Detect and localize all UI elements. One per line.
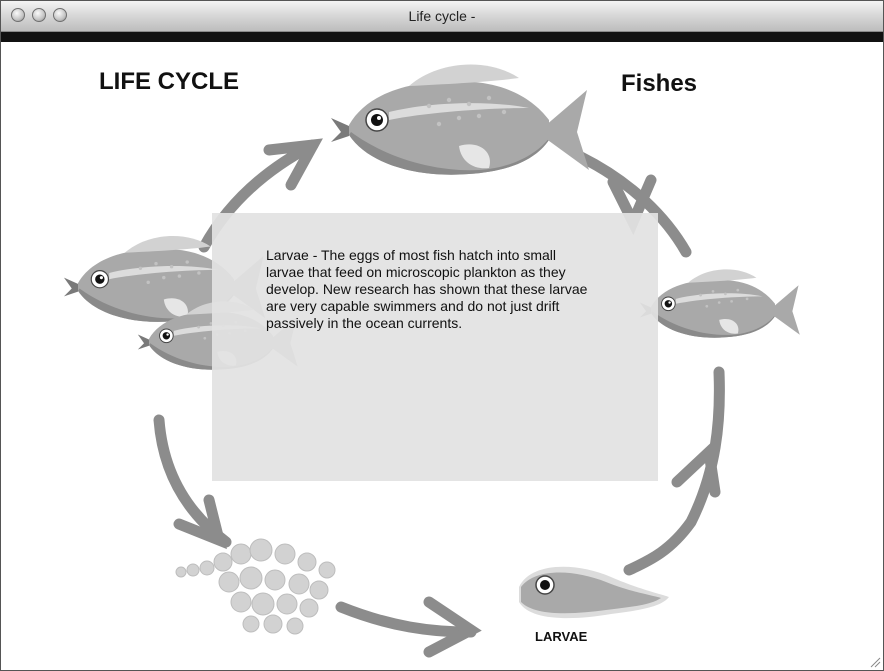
title-bar[interactable]: Life cycle - <box>1 1 883 32</box>
juvenile-fish-illustration <box>640 269 800 337</box>
arrowhead-right <box>677 452 715 492</box>
resize-grip-icon[interactable] <box>869 656 881 668</box>
eggs-illustration <box>176 539 335 634</box>
life-cycle-diagram: LIFE CYCLE Fishes Larvae - The eggs of m… <box>1 42 883 670</box>
toolbar-strip <box>1 32 883 42</box>
larvae-illustration <box>519 567 669 618</box>
life-cycle-heading: LIFE CYCLE <box>99 68 239 96</box>
larvae-label[interactable]: LARVAE <box>535 629 587 644</box>
info-panel: Larvae - The eggs of most fish hatch int… <box>212 213 658 481</box>
stage-description: Larvae - The eggs of most fish hatch int… <box>266 247 596 332</box>
fishes-heading: Fishes <box>621 70 697 98</box>
window-title: Life cycle - <box>1 8 883 24</box>
adult-fish-illustration <box>331 65 589 175</box>
